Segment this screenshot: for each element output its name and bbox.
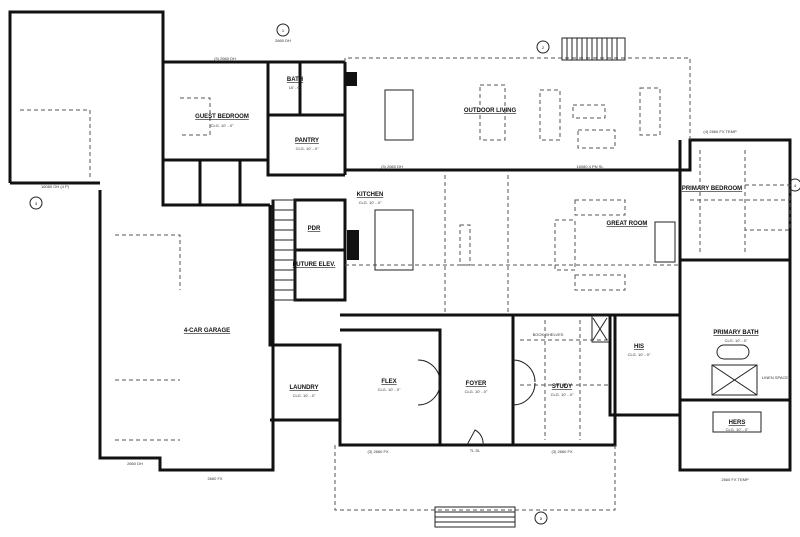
ceiling-label: CLG. 10' - 0"	[726, 427, 749, 432]
room-label-bath: BATH	[287, 77, 303, 83]
svg-text:1: 1	[282, 28, 285, 33]
annotation: BOOK SHELVES	[533, 332, 564, 337]
room-label-primary-bath: PRIMARY BATH	[713, 330, 758, 336]
ceiling-label: CLG. 10' - 0"	[725, 338, 748, 343]
ceiling-label: 10' - 0"	[289, 85, 302, 90]
ceiling-label: CLG. 10' - 0"	[211, 123, 234, 128]
room-label-study: STUDY	[552, 384, 572, 390]
room-label-great-room: GREAT ROOM	[607, 221, 648, 227]
dashed-lines	[20, 57, 791, 511]
ceiling-label: CLG. 10' - 0"	[465, 389, 488, 394]
annotation: LINEN SPACE	[762, 375, 788, 380]
room-label-garage: 4-CAR GARAGE	[184, 328, 230, 334]
svg-text:5: 5	[540, 516, 543, 521]
ceiling-label: CLG. 10' - 0"	[359, 200, 382, 205]
annotation: 2660 FX TEMP	[721, 477, 749, 482]
room-label-future-elevator: FUTURE ELEV.	[293, 262, 336, 268]
room-label-kitchen: KITCHEN	[357, 192, 384, 198]
svg-text:3: 3	[35, 201, 38, 206]
ceiling-label: CLG. 10' - 0"	[551, 392, 574, 397]
doors	[417, 359, 536, 446]
annotation: 16080 4 PN SL	[576, 164, 604, 169]
section-marker: 5	[534, 511, 548, 525]
annotation: TL SL	[470, 448, 481, 453]
room-label-guest-bedroom: GUEST BEDROOM	[195, 114, 249, 120]
annotation: 2660 DH	[275, 38, 291, 43]
svg-text:4: 4	[794, 183, 797, 188]
ceiling-label: CLG. 10' - 0"	[378, 387, 401, 392]
annotation: (3) 2660 DH	[381, 164, 403, 169]
room-label-pantry: PANTRY	[295, 138, 319, 144]
room-label-foyer: FOYER	[466, 381, 487, 387]
room-label-powder: PDR	[308, 226, 321, 232]
room-label-outdoor-living: OUTDOOR LIVING	[464, 108, 517, 114]
ceiling-label: CLG. 10' - 0"	[628, 352, 651, 357]
room-label-hers-closet: HERS	[729, 420, 746, 426]
walls	[8, 10, 792, 472]
stairs	[271, 37, 626, 528]
annotation: (3) 2660 FX	[551, 449, 572, 454]
annotation: (4) 2660 FX TEMP	[703, 129, 737, 134]
annotation: (3) 2660 FX	[367, 449, 388, 454]
annotation: 2660 FX	[207, 476, 222, 481]
fixtures	[345, 72, 762, 433]
annotation: (3) 2660 DH	[214, 56, 236, 61]
section-marker: 1	[276, 23, 290, 37]
room-label-laundry: LAUNDRY	[289, 385, 318, 391]
room-label-primary-bedroom: PRIMARY BEDROOM	[682, 186, 742, 192]
ceiling-label: CLG. 10' - 0"	[296, 146, 319, 151]
section-marker: 3	[29, 196, 43, 210]
annotation: 16080 OH (4 P)	[41, 184, 70, 189]
section-marker: 4	[788, 178, 800, 192]
svg-text:2: 2	[542, 45, 545, 50]
ceiling-label: CLG. 10' - 0"	[293, 393, 316, 398]
section-marker: 2	[536, 40, 550, 54]
annotation: 2660 DH	[127, 461, 143, 466]
room-label-his-closet: HIS	[634, 344, 644, 350]
room-label-flex: FLEX	[381, 379, 396, 385]
